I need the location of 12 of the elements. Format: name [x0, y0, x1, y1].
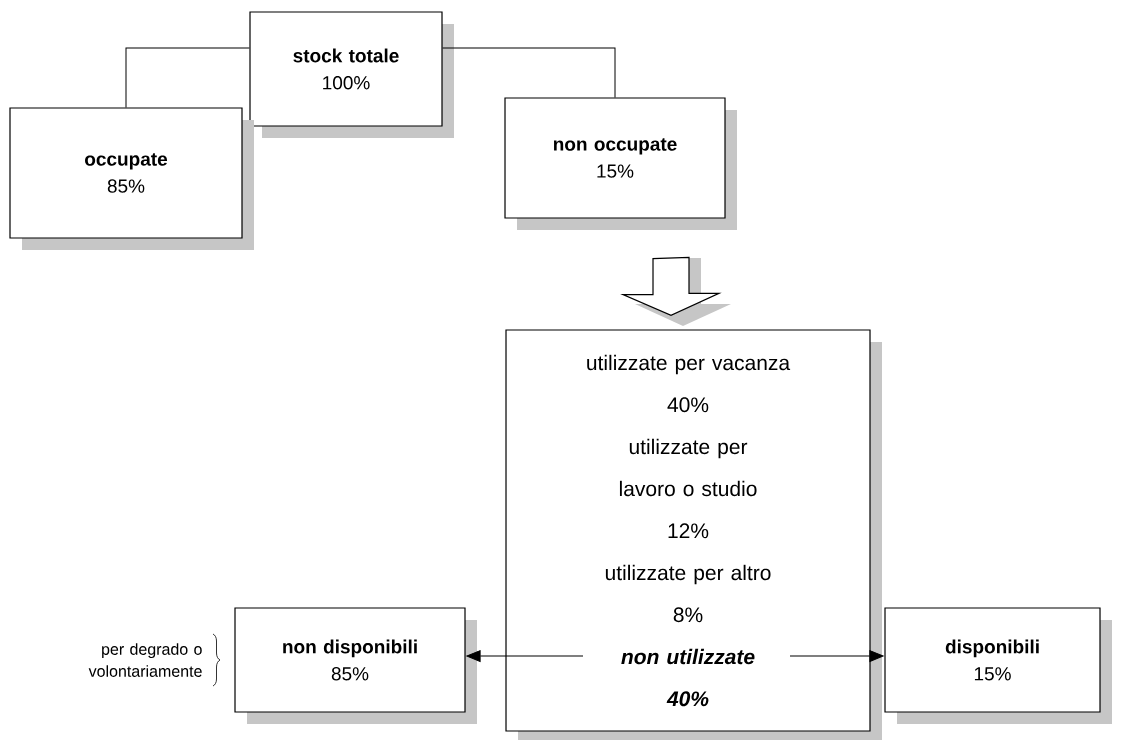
connector-line [442, 47, 616, 98]
block-arrow [620, 256, 731, 326]
side-note: per degrado o volontariamente [88, 643, 202, 677]
box: stock totale 100% [249, 11, 454, 138]
box: occupate 85% [9, 107, 254, 250]
box: non occupate 15% [504, 97, 737, 230]
arrow [466, 650, 584, 662]
box: non disponibili 85% [234, 607, 477, 724]
arrow [789, 650, 884, 662]
box: utilizzate per vacanza 40% utilizzate per lavoro o studio 12% utilizzate per altro 8% non utilizzate 40% [505, 329, 882, 740]
connector-line [125, 47, 250, 108]
box: disponibili 15% [884, 607, 1112, 724]
